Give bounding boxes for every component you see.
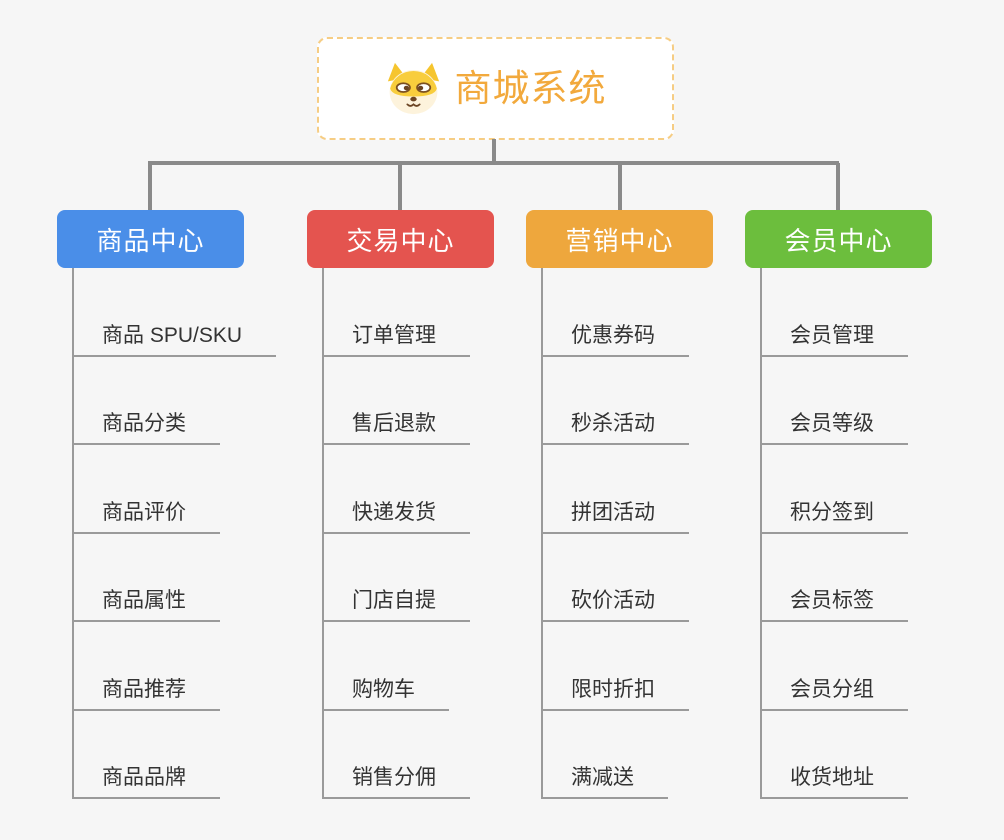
branch-item-label[interactable]: 订单管理 (322, 319, 470, 357)
branch-item-label[interactable]: 商品分类 (72, 407, 220, 445)
branch-items: 会员管理会员等级积分签到会员标签会员分组收货地址 (760, 268, 995, 799)
connector-drop-1 (148, 163, 152, 210)
branch-item: 砍价活动 (541, 534, 776, 622)
branch-item: 拼团活动 (541, 445, 776, 534)
branch-item: 购物车 (322, 622, 557, 711)
branch-item: 售后退款 (322, 357, 557, 445)
branch-item-label[interactable]: 快递发货 (322, 496, 470, 534)
branch-item: 会员分组 (760, 622, 995, 711)
branch-head-trade-center[interactable]: 交易中心 (307, 210, 494, 268)
branch-spine (72, 268, 74, 799)
shiba-dog-icon (387, 62, 439, 115)
connector-horizontal (148, 161, 839, 165)
branch-items: 商品 SPU/SKU 商品分类商品评价商品属性商品推荐商品品牌 (72, 268, 307, 799)
root-node[interactable]: 商城系统 (317, 37, 674, 140)
branch-item-label[interactable]: 限时折扣 (541, 673, 689, 711)
branch-item-label[interactable]: 积分签到 (760, 496, 908, 534)
branch-item: 商品属性 (72, 534, 307, 622)
branch-head-member-center[interactable]: 会员中心 (745, 210, 932, 268)
branch-item: 商品评价 (72, 445, 307, 534)
branch-trade-center: 交易中心 订单管理售后退款快递发货门店自提购物车销售分佣 (307, 210, 557, 810)
root-title: 商城系统 (454, 68, 607, 109)
branch-item-label[interactable]: 拼团活动 (541, 496, 689, 534)
branch-item: 限时折扣 (541, 622, 776, 711)
connector-drop-3 (618, 163, 622, 210)
branch-head-product-center[interactable]: 商品中心 (57, 210, 244, 268)
branch-spine (760, 268, 762, 799)
branch-item-label[interactable]: 会员标签 (760, 584, 908, 622)
connector-drop-4 (836, 163, 840, 210)
connector-root-drop (492, 139, 496, 164)
branch-item-label[interactable]: 商品推荐 (72, 673, 220, 711)
branch-product-center: 商品中心 商品 SPU/SKU 商品分类商品评价商品属性商品推荐商品品牌 (57, 210, 307, 810)
branch-item-label[interactable]: 秒杀活动 (541, 407, 689, 445)
branch-item: 商品品牌 (72, 711, 307, 799)
branch-item-label[interactable]: 优惠券码 (541, 319, 689, 357)
branch-marketing-center: 营销中心 优惠券码秒杀活动拼团活动砍价活动限时折扣满减送 (526, 210, 776, 810)
branch-spine (322, 268, 324, 799)
branch-member-center: 会员中心 会员管理会员等级积分签到会员标签会员分组收货地址 (745, 210, 995, 810)
branch-item-label[interactable]: 砍价活动 (541, 584, 689, 622)
branch-item: 门店自提 (322, 534, 557, 622)
branch-item: 满减送 (541, 711, 776, 799)
branch-item-label[interactable]: 满减送 (541, 761, 668, 799)
branch-item-label[interactable]: 会员等级 (760, 407, 908, 445)
branch-item-label[interactable]: 门店自提 (322, 584, 470, 622)
branch-item-label[interactable]: 销售分佣 (322, 761, 470, 799)
branch-item: 快递发货 (322, 445, 557, 534)
branch-item: 订单管理 (322, 268, 557, 357)
branch-items: 优惠券码秒杀活动拼团活动砍价活动限时折扣满减送 (541, 268, 776, 799)
branch-head-marketing-center[interactable]: 营销中心 (526, 210, 713, 268)
branch-item-label[interactable]: 会员管理 (760, 319, 908, 357)
branch-item: 秒杀活动 (541, 357, 776, 445)
branch-item: 商品推荐 (72, 622, 307, 711)
branch-item: 商品 SPU/SKU (72, 268, 307, 357)
branch-item-label[interactable]: 商品评价 (72, 496, 220, 534)
branch-item: 优惠券码 (541, 268, 776, 357)
branch-item-label[interactable]: 收货地址 (760, 761, 908, 799)
branch-item-label[interactable]: 商品属性 (72, 584, 220, 622)
branch-spine (541, 268, 543, 799)
branch-item-label[interactable]: 商品品牌 (72, 761, 220, 799)
branch-item-label[interactable]: 购物车 (322, 673, 449, 711)
branch-item: 会员标签 (760, 534, 995, 622)
branch-item: 收货地址 (760, 711, 995, 799)
branch-item: 积分签到 (760, 445, 995, 534)
branch-item: 商品分类 (72, 357, 307, 445)
connector-drop-2 (398, 163, 402, 210)
branch-item: 会员等级 (760, 357, 995, 445)
branch-item: 销售分佣 (322, 711, 557, 799)
branch-item-label[interactable]: 商品 SPU/SKU (72, 319, 277, 357)
branch-item-label[interactable]: 会员分组 (760, 673, 908, 711)
branch-items: 订单管理售后退款快递发货门店自提购物车销售分佣 (322, 268, 557, 799)
branch-item-label[interactable]: 售后退款 (322, 407, 470, 445)
branch-item: 会员管理 (760, 268, 995, 357)
